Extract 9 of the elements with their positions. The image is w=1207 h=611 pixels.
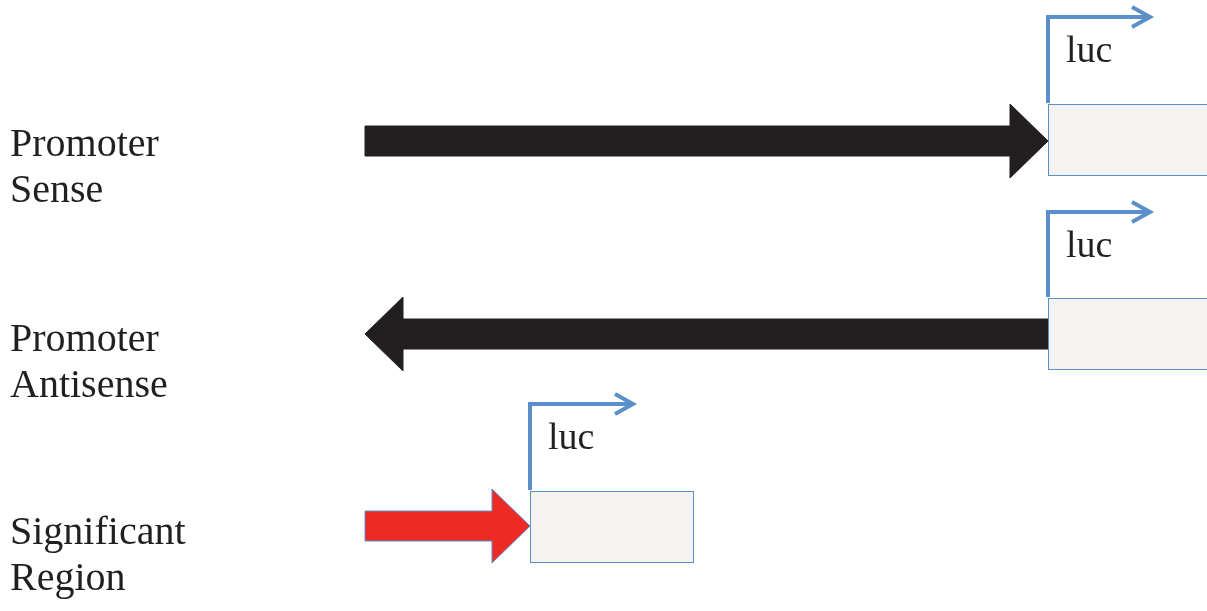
gene-label: luc (1066, 224, 1113, 264)
block-arrow (364, 103, 1049, 179)
row-label: Promoter Sense (10, 120, 160, 212)
row-label: Promoter Antisense (10, 315, 169, 407)
block-arrow (364, 296, 1049, 372)
gene-label: luc (548, 416, 595, 456)
gene-label: luc (1066, 29, 1113, 69)
block-arrow (364, 488, 531, 564)
row-label: Significant Region (10, 508, 187, 600)
